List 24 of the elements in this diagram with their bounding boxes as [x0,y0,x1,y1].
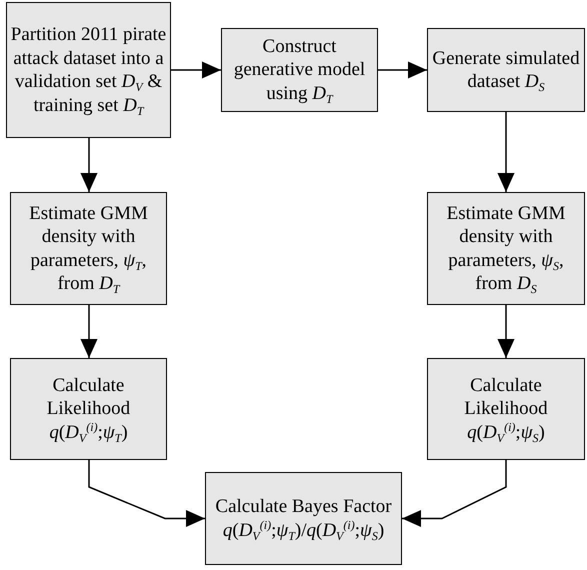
process-box [221,28,378,112]
process-box [10,358,167,460]
process-box [427,28,585,112]
process-box [10,192,167,305]
process-box [205,472,402,565]
arrow [80,305,98,358]
step-text: Generate simulated dataset D$_{S}$ [431,46,581,94]
step-text: Estimate GMM density with parameters, ψ$_{S}$, from D$_{S}$ [446,202,566,296]
arrow [378,61,427,79]
step-text: Calculate Bayes Factor q(D$_{V}$$^{(i)}$;ψ$_{T}$)/q(D$_{V}$$^{(i)}$;ψ$_{S}$) [214,495,393,542]
arrow [402,460,507,528]
process-box [6,2,171,138]
arrow [88,460,205,528]
step-text: Calculate Likelihood q(D$_{V}$$^{(i)}$;ψ$_{S}$) [463,374,549,444]
step-text: Partition 2011 pirate attack dataset into a validation set D$_{V}$ & training set D$_{T}$ [10,23,168,117]
step-text: Construct generative model using D$_{T}$ [232,34,366,106]
step-text: Calculate Likelihood q(D$_{V}$$^{(i)}$;ψ$_{T}$) [46,374,132,444]
process-box [427,192,585,305]
arrow [171,61,221,79]
process-box [427,358,585,460]
step-text: Estimate GMM density with parameters, ψ$_{T}$, from D$_{T}$ [28,202,149,296]
arrow [497,305,515,358]
arrow [497,112,515,192]
arrow [80,138,98,192]
